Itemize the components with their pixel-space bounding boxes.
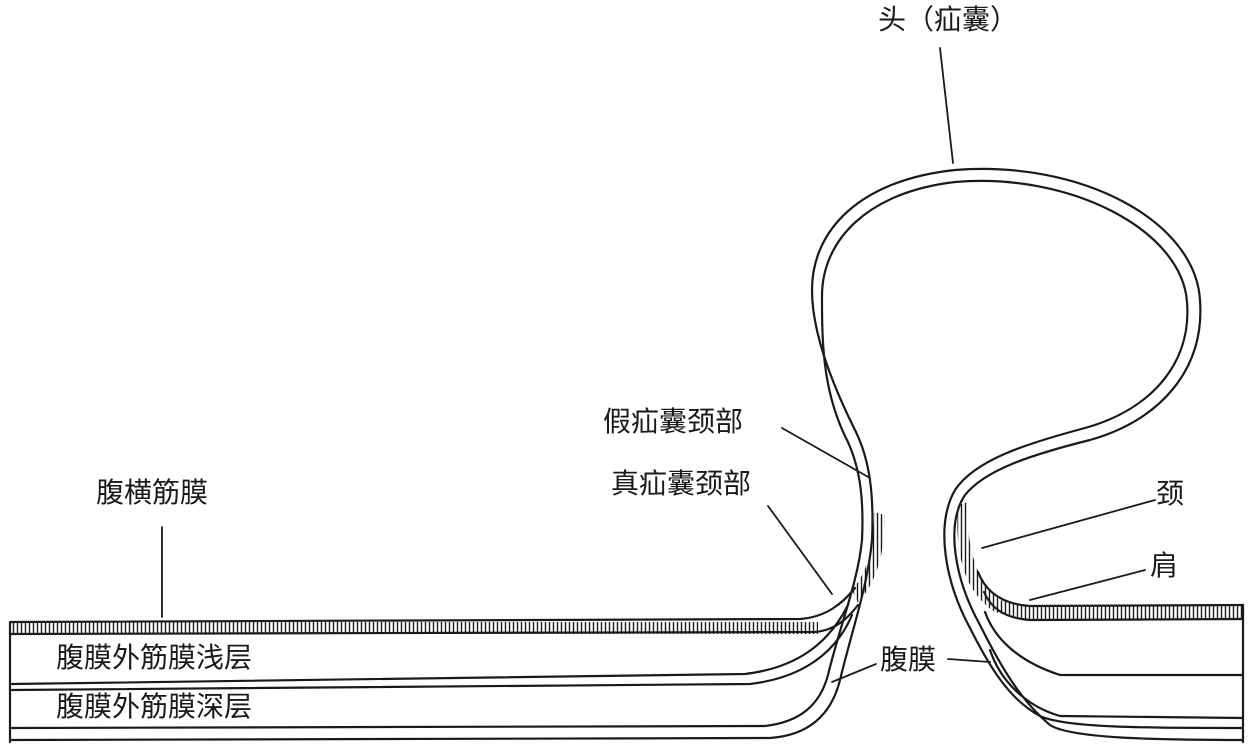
label-peritoneum: 腹膜: [880, 643, 937, 676]
extraperitoneal-superficial-left: [10, 603, 850, 686]
leader-true-neck: [767, 505, 833, 595]
extraperitoneal-deep-right: [988, 648, 1245, 720]
transversalis-fascia-left-top: [8, 586, 857, 624]
label-false-sac-neck: 假疝囊颈部: [603, 405, 744, 438]
hernia-sac-inner-wall: [10, 179, 1245, 730]
transversalis-fascia-right-top: [976, 570, 1245, 608]
label-extraperitoneal-superficial: 腹膜外筋膜浅层: [56, 641, 253, 674]
transversalis-fascia-right-band: [1025, 606, 1243, 619]
right-neck-hatch-region: [957, 502, 1025, 619]
label-neck: 颈: [1156, 477, 1185, 510]
label-transversalis-fascia: 腹横筋膜: [96, 476, 209, 509]
transversalis-fascia-left-bottom: [8, 603, 860, 636]
leader-peritoneum-left: [831, 663, 877, 683]
label-extraperitoneal-deep: 腹膜外筋膜深层: [56, 690, 253, 723]
extraperitoneal-superficial-right: [983, 610, 1245, 677]
left-neck-hatch-region: [852, 512, 885, 603]
extraperitoneal-deep-left: [10, 613, 854, 692]
label-true-sac-neck: 真疝囊颈部: [611, 467, 752, 500]
hernia-sac-outer-wall: [10, 167, 1245, 742]
label-shoulder: 肩: [1150, 549, 1179, 582]
label-head-sac: 头（疝囊）: [878, 3, 1019, 36]
leader-shoulder: [1029, 569, 1146, 601]
transversalis-fascia-left-band: [10, 622, 818, 634]
leader-peritoneum-right: [947, 658, 991, 663]
leader-head: [939, 47, 954, 164]
leader-false-neck: [781, 427, 871, 479]
leader-neck: [981, 499, 1156, 549]
